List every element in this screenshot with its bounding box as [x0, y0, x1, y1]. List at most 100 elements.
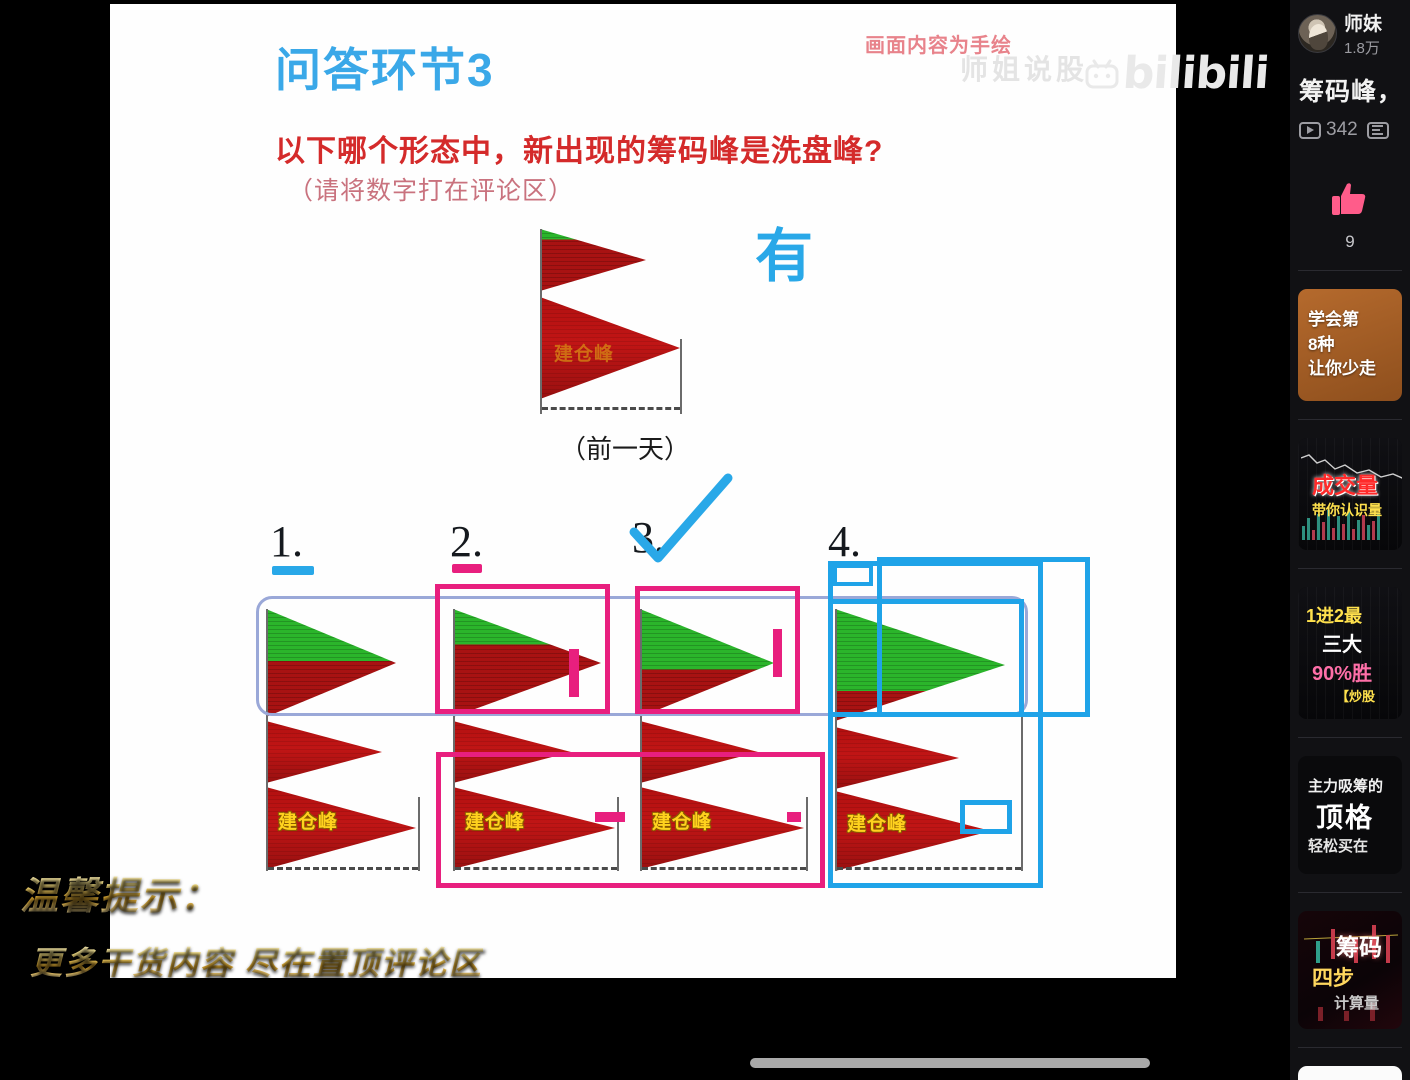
- rec-1-line-3: 让你少走: [1308, 359, 1376, 379]
- option-1-axis-right: [418, 797, 420, 871]
- bilibili-wordmark: bilibili: [1120, 48, 1270, 99]
- uploader-meta: 师妹 1.8万: [1344, 9, 1382, 58]
- bilibili-watermark: bilibili: [1085, 48, 1270, 99]
- option-2-axis-left: [453, 609, 455, 871]
- danmaku-lines: [1372, 125, 1384, 135]
- option-3-peak-label: 建仓峰: [652, 812, 713, 833]
- rec-4-line-1: 主力吸筹的: [1308, 777, 1384, 795]
- rec-3-line-4: 【炒股: [1336, 688, 1376, 704]
- rec-3-line-1: 1进2最: [1306, 605, 1363, 626]
- option-1-chart[interactable]: 建仓峰: [266, 609, 536, 874]
- play-icon: [1299, 121, 1321, 139]
- like-block[interactable]: 9: [1290, 177, 1410, 252]
- slide-canvas: 问答环节3 以下哪个形态中，新出现的筹码峰是洗盘峰? （请将数字打在评论区） 画…: [110, 4, 1176, 978]
- option-3-axis-left: [640, 609, 642, 871]
- rec-1-line-2: 8种: [1308, 334, 1335, 354]
- avatar[interactable]: [1298, 14, 1337, 53]
- page-title: 问答环节3: [275, 44, 495, 96]
- recommendation-card-6[interactable]: 悟道: [1298, 1066, 1402, 1080]
- reference-peak-0: [540, 229, 646, 291]
- rec-2-line-1: 成交量: [1312, 473, 1379, 498]
- option-2-number: 2.: [450, 517, 483, 566]
- danmaku-stat: [1366, 121, 1389, 139]
- option-1-peak-new: [266, 609, 396, 717]
- rec-3-chart-bg: [1298, 587, 1402, 719]
- option-3-baseline: [642, 867, 806, 870]
- recommendation-card-1[interactable]: 学会第 8种 让你少走: [1298, 289, 1402, 401]
- option-4-baseline: [837, 867, 1021, 870]
- uploader-follower-count: 1.8万: [1344, 40, 1380, 57]
- uploader-row[interactable]: 师妹 1.8万: [1290, 0, 1410, 58]
- tip-line-1: 温馨提示：: [20, 865, 483, 920]
- rec-5-line-3: 计算量: [1334, 994, 1380, 1012]
- sidebar-divider-4: [1298, 737, 1402, 738]
- like-count: 9: [1345, 232, 1355, 251]
- player-scrollbar-track[interactable]: [0, 1046, 1290, 1080]
- option-4-chart[interactable]: 建仓峰: [835, 609, 1115, 874]
- play-count-stat: 342: [1299, 119, 1358, 141]
- rec-2-line-2: 带你认识量: [1312, 502, 1382, 518]
- option-3-peak-mid: [640, 721, 758, 783]
- rec-1-line-1: 学会第: [1308, 310, 1359, 330]
- video-player[interactable]: 问答环节3 以下哪个形态中，新出现的筹码峰是洗盘峰? （请将数字打在评论区） 画…: [0, 0, 1290, 1080]
- rec-5-candles-icon: [1303, 925, 1399, 1021]
- rec-3-line-2: 三大: [1322, 633, 1362, 656]
- you-annotation: 有: [755, 224, 814, 289]
- blue-checkmark-icon: [629, 473, 733, 563]
- option-2-peak-label: 建仓峰: [465, 812, 526, 833]
- tip-line-2: 更多干货内容 尽在置顶评论区: [30, 938, 483, 984]
- reference-axis-right: [680, 339, 682, 414]
- rec-4-line-3: 轻松买在: [1308, 837, 1369, 855]
- recommendation-card-4[interactable]: 主力吸筹的 顶格 轻松买在: [1298, 756, 1402, 874]
- question-subtext: （请将数字打在评论区）: [288, 177, 575, 205]
- option-4-axis-right: [1021, 623, 1023, 871]
- video-title[interactable]: 筹码峰，: [1299, 78, 1404, 106]
- player-scrollbar-thumb[interactable]: [750, 1058, 1150, 1068]
- option-2-peak-mid: [453, 721, 571, 783]
- reference-axis-left: [540, 229, 542, 414]
- option-1-baseline: [268, 867, 418, 870]
- option-3-chart[interactable]: 建仓峰: [640, 609, 910, 874]
- play-count-value: 342: [1326, 119, 1358, 140]
- uploader-name[interactable]: 师妹: [1344, 14, 1383, 35]
- rec-5-line-2: 四步: [1312, 966, 1354, 990]
- rec-4-line-2: 顶格: [1316, 802, 1374, 833]
- sidebar[interactable]: 师妹 1.8万 筹码峰， 342: [1290, 0, 1410, 1080]
- reference-peak-label: 建仓峰: [554, 344, 615, 365]
- option-4-axis-left: [835, 609, 837, 871]
- handdrawn-note: 画面内容为手绘: [865, 35, 1012, 57]
- option-2-axis-right: [617, 797, 619, 871]
- option-2-peak-new: [453, 609, 601, 717]
- option-1-peak-label: 建仓峰: [278, 812, 339, 833]
- danmaku-icon: [1366, 121, 1389, 139]
- option-3-axis-right: [806, 797, 808, 871]
- rec-2-price-line-icon: [1301, 454, 1402, 479]
- bilibili-logo-icon: [1085, 59, 1119, 88]
- reference-chip-peak: 建仓峰: [540, 229, 710, 414]
- sidebar-divider-1: [1298, 270, 1402, 271]
- sidebar-divider-3: [1298, 568, 1402, 569]
- option-4-peak-mid: [835, 727, 959, 789]
- channel-watermark: 师姐说股: [959, 54, 1088, 85]
- video-stats-row: 342: [1299, 119, 1410, 141]
- rec-3-line-3: 90%胜: [1312, 662, 1373, 685]
- question-text: 以下哪个形态中，新出现的筹码峰是洗盘峰?: [275, 135, 884, 168]
- tip-overlay: 温馨提示： 更多干货内容 尽在置顶评论区: [8, 865, 483, 984]
- thumbs-up-icon[interactable]: [1328, 177, 1372, 226]
- option-1-peak-mid: [266, 721, 382, 783]
- option-2-swatch: [452, 564, 482, 573]
- recommendation-card-5[interactable]: 筹码 四步 计算量: [1298, 911, 1402, 1029]
- rec-2-volume-bars: [1302, 506, 1402, 540]
- annotation-blue-small-top-option4: [833, 564, 873, 586]
- option-1-swatch: [272, 566, 314, 575]
- recommendation-card-2[interactable]: 成交量 带你认识量: [1298, 438, 1402, 550]
- option-1-axis-left: [266, 609, 268, 871]
- reference-caption: （前一天）: [560, 434, 691, 464]
- sidebar-divider-6: [1298, 1047, 1402, 1048]
- rec-5-line-1: 筹码: [1336, 933, 1382, 960]
- option-4-peak-new: [835, 609, 1005, 721]
- reference-axis-baseline: [542, 407, 680, 410]
- recommendation-card-3[interactable]: 1进2最 三大 90%胜 【炒股: [1298, 587, 1402, 719]
- option-1-number: 1.: [270, 517, 303, 566]
